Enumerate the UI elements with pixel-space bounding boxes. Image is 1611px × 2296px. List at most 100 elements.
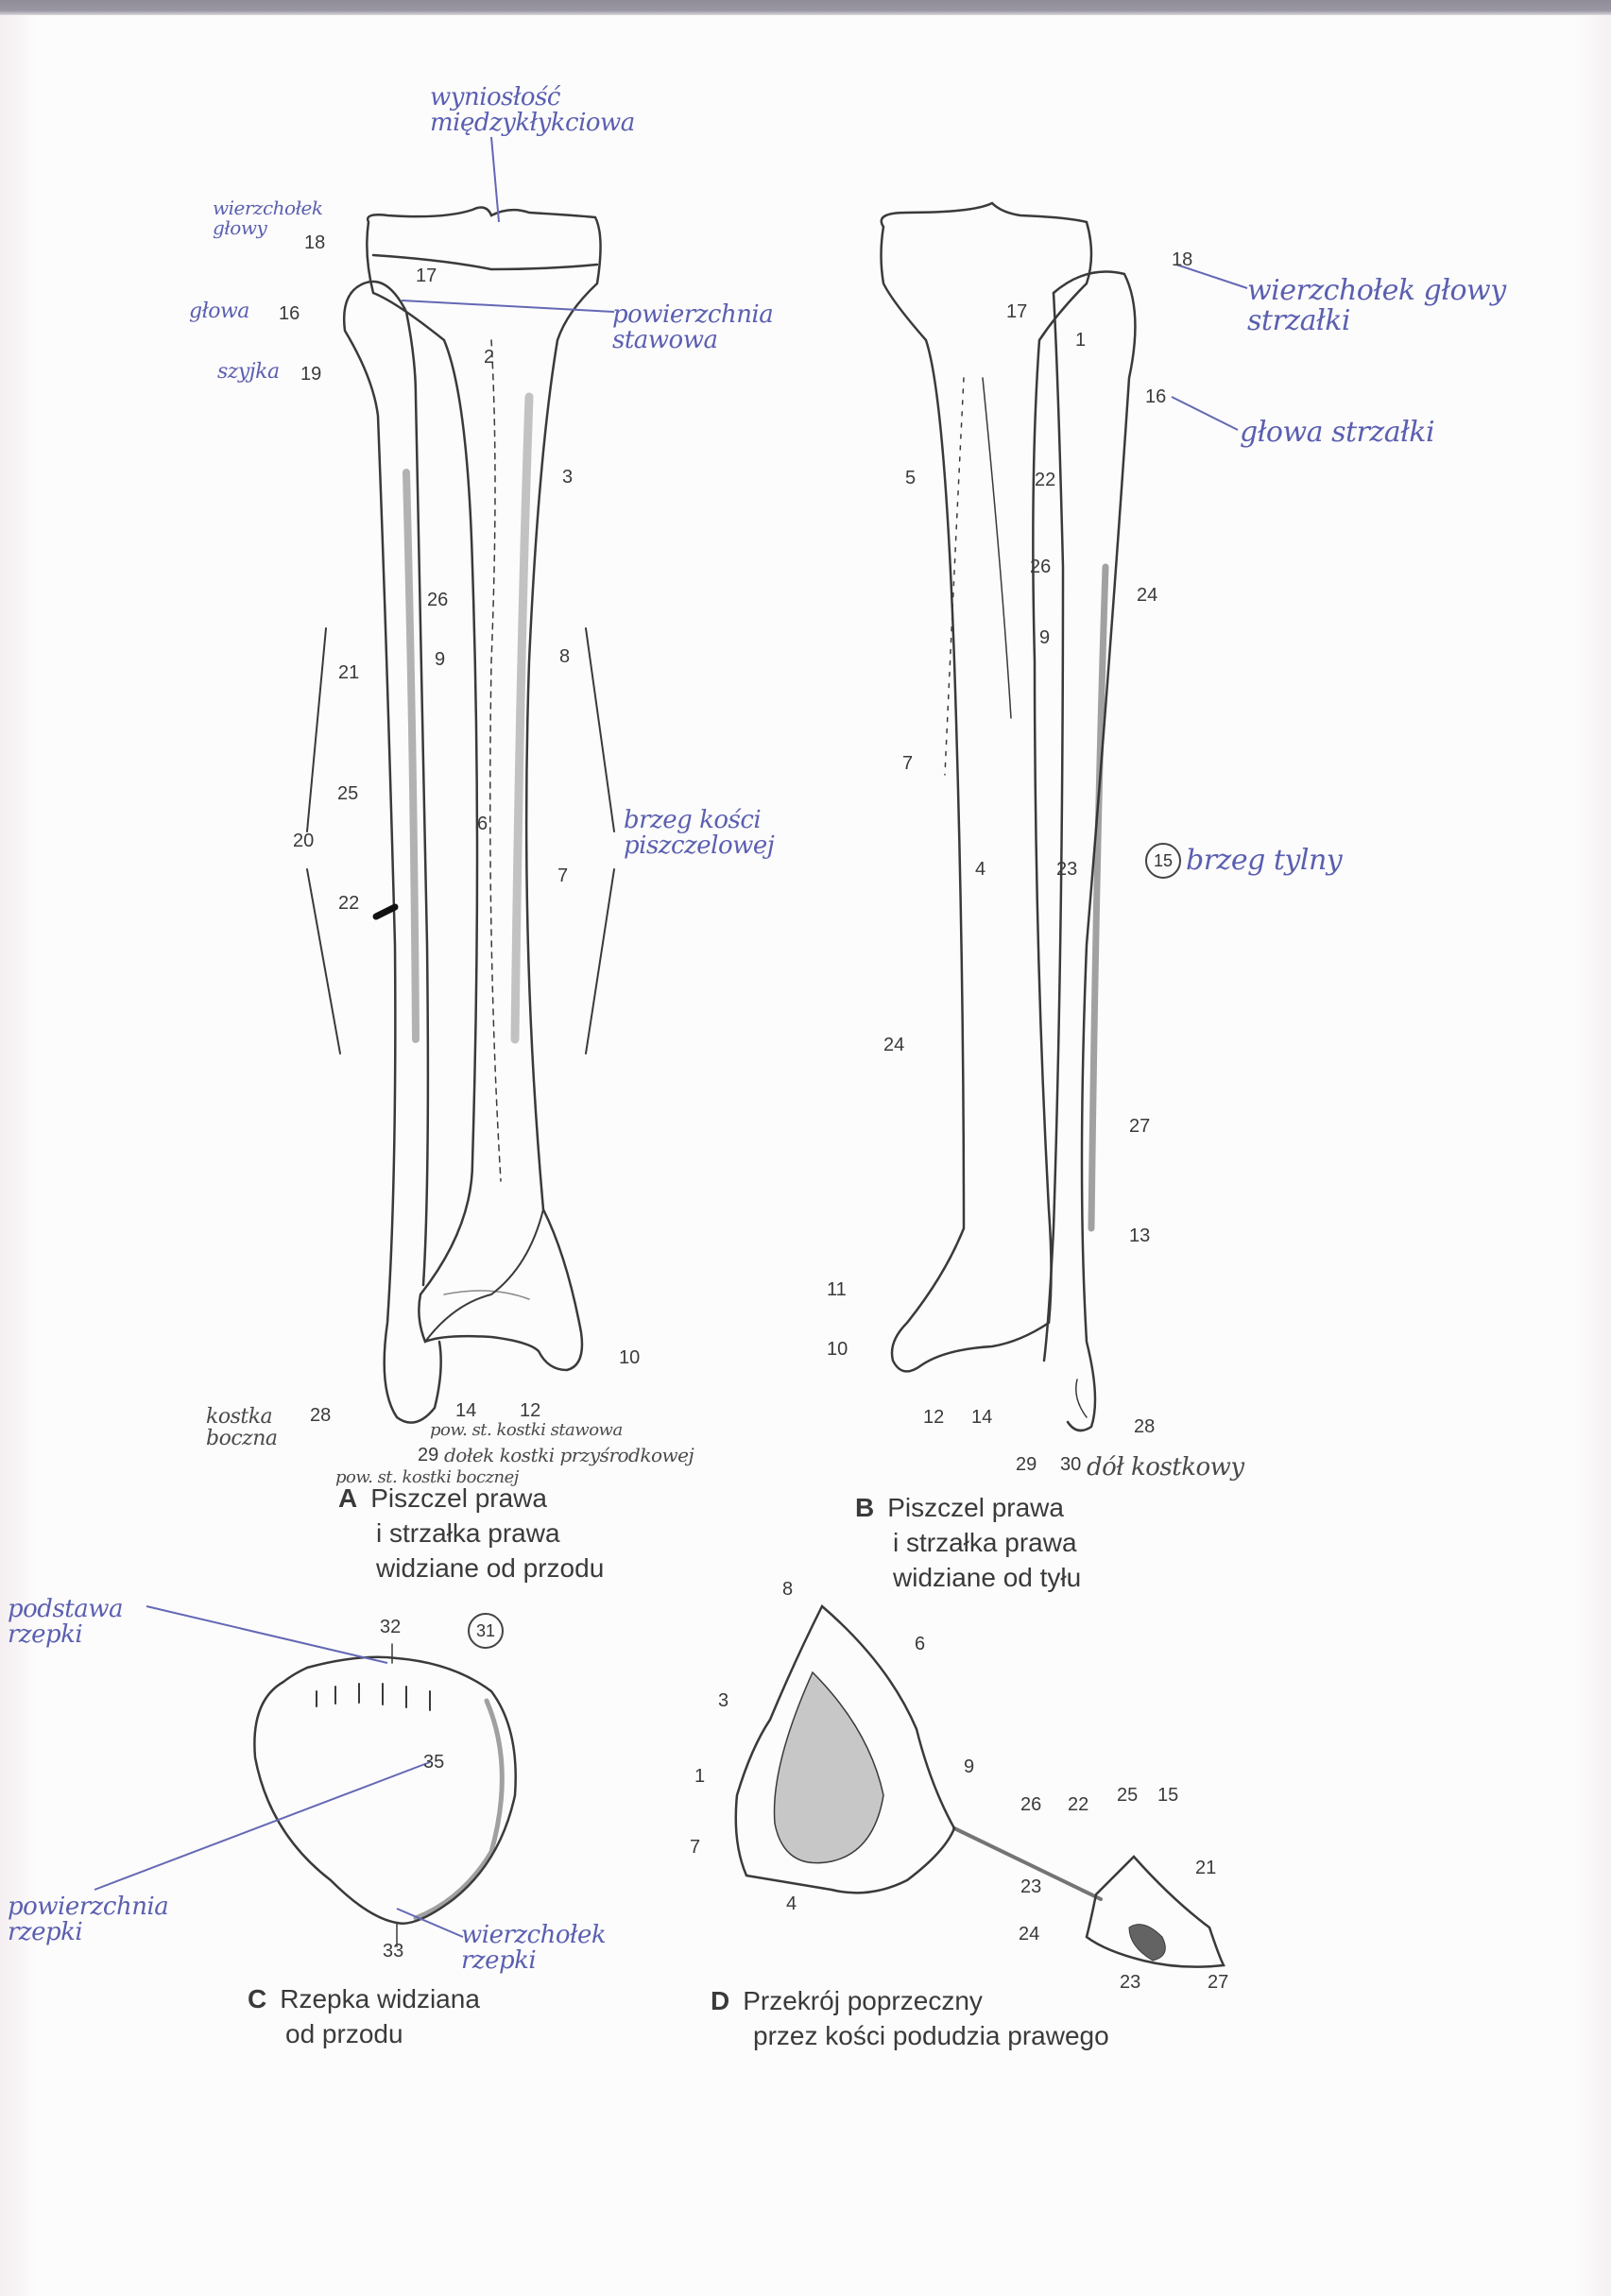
label-c-31-circled: 31	[468, 1613, 504, 1649]
caption-d-line-2: przez kości podudzia prawego	[753, 2021, 1109, 2050]
note-posterior-border: brzeg tylny	[1186, 844, 1343, 877]
label-d-25: 25	[1117, 1785, 1139, 1806]
note-fibula-head: głowa strzałki	[1240, 416, 1435, 449]
label-a-8: 8	[559, 646, 571, 667]
label-b-23: 23	[1056, 859, 1078, 880]
figure-c-patella	[253, 1643, 517, 1947]
label-a-25: 25	[337, 783, 359, 804]
label-a-9: 9	[435, 649, 446, 670]
label-c-35: 35	[423, 1752, 445, 1773]
note-malleolus-2: dołek kostki przyśrodkowej	[444, 1444, 694, 1466]
label-a-14: 14	[455, 1400, 477, 1421]
label-d-1: 1	[694, 1766, 706, 1787]
label-d-9: 9	[964, 1756, 975, 1777]
note-neck: szyjka	[217, 360, 280, 384]
label-b-30: 30	[1060, 1454, 1082, 1475]
label-a-7: 7	[557, 865, 569, 886]
note-head: głowa	[189, 300, 249, 323]
label-b-22: 22	[1035, 470, 1056, 490]
caption-b-line-3: widziane od tyłu	[893, 1563, 1082, 1592]
note-malleolus-1: pow. st. kostki stawowa	[430, 1420, 623, 1440]
label-b-29: 29	[1016, 1454, 1037, 1475]
label-d-4: 4	[786, 1893, 797, 1914]
label-a-3: 3	[562, 467, 574, 488]
label-d-8: 8	[782, 1579, 794, 1600]
note-fibula-head-apex: wierzchołek głowy strzałki	[1247, 274, 1506, 337]
label-b-1: 1	[1075, 330, 1087, 351]
label-b-12: 12	[923, 1407, 945, 1428]
label-b-14: 14	[971, 1407, 993, 1428]
figure-b-tibia	[880, 201, 1093, 1373]
note-patella-base: podstawa rzepki	[8, 1595, 124, 1650]
scan-shadow-right	[1573, 15, 1611, 2296]
label-a-20: 20	[293, 831, 315, 851]
label-b-18: 18	[1172, 249, 1193, 270]
scan-shadow-left	[0, 15, 38, 2296]
label-a-17: 17	[416, 266, 437, 286]
label-a-19: 19	[300, 364, 322, 385]
label-d-15: 15	[1157, 1785, 1179, 1806]
caption-b-line-2: i strzałka prawa	[893, 1528, 1077, 1557]
label-b-15-circled: 15	[1145, 843, 1181, 879]
scanner-top-bar	[0, 0, 1611, 15]
figure-b-fibula	[1042, 270, 1137, 1432]
label-d-21: 21	[1195, 1858, 1217, 1878]
label-d-27: 27	[1208, 1972, 1229, 1993]
note-lateral-malleolus: kostka boczna	[206, 1405, 278, 1451]
note-malleolus-3: pow. st. kostki bocznej	[335, 1467, 519, 1487]
note-malleolar-fossa: dół kostkowy	[1087, 1453, 1244, 1482]
label-d-6: 6	[915, 1634, 926, 1654]
label-d-3: 3	[718, 1690, 729, 1711]
label-d-23: 23	[1020, 1876, 1042, 1897]
label-a-10: 10	[619, 1347, 641, 1368]
caption-b-letter: B	[855, 1493, 875, 1522]
label-d-22: 22	[1068, 1794, 1089, 1815]
note-intercondylar-eminence: wyniosłość międzykłykciowa	[430, 83, 635, 138]
label-b-7: 7	[902, 753, 914, 774]
label-a-2: 2	[484, 347, 495, 368]
label-a-22: 22	[338, 893, 360, 914]
caption-b-line-1: Piszczel prawa	[887, 1493, 1064, 1522]
caption-c-line-1: Rzepka widziana	[280, 1984, 480, 2013]
label-b-9: 9	[1039, 627, 1051, 648]
label-b-28: 28	[1134, 1416, 1156, 1437]
note-patella-surface: powierzchnia rzepki	[8, 1893, 169, 1947]
label-a-28: 28	[310, 1405, 332, 1426]
note-articular-surface: powierzchnia stawowa	[612, 300, 774, 355]
note-patella-apex: wierzchołek rzepki	[461, 1921, 607, 1976]
caption-d-line-1: Przekrój poprzeczny	[743, 1986, 983, 2015]
caption-c: C Rzepka widziana	[248, 1982, 480, 2016]
label-a-6: 6	[477, 814, 488, 834]
label-b-16: 16	[1145, 386, 1167, 407]
figure-a-tibia	[366, 206, 602, 1372]
label-a-12: 12	[520, 1400, 541, 1421]
label-a-16: 16	[279, 303, 300, 324]
figure-a-fibula	[342, 280, 442, 1424]
caption-a-line-3: widziane od przodu	[376, 1553, 605, 1583]
label-a-21: 21	[338, 662, 360, 683]
label-a-29: 29	[418, 1445, 439, 1465]
label-b-24: 24	[883, 1035, 905, 1055]
note-tibia-margin: brzeg kości piszczelowej	[624, 806, 775, 861]
label-b-11: 11	[827, 1279, 847, 1300]
label-b-13: 13	[1129, 1225, 1151, 1246]
label-c-32: 32	[380, 1617, 402, 1637]
label-b-26: 26	[1030, 557, 1052, 577]
label-c-33: 33	[383, 1941, 404, 1962]
label-d-23-bottom: 23	[1120, 1972, 1141, 1993]
label-a-18: 18	[304, 232, 326, 253]
label-d-7: 7	[690, 1837, 701, 1858]
label-b-5: 5	[905, 468, 917, 488]
caption-c-letter: C	[248, 1984, 267, 2013]
label-b-24-top: 24	[1137, 585, 1158, 606]
label-b-10: 10	[827, 1339, 848, 1360]
caption-c-line-2: od przodu	[285, 2019, 403, 2048]
caption-a-letter: A	[338, 1483, 358, 1513]
note-head-apex: wierzchołek głowy	[213, 197, 323, 239]
label-b-27: 27	[1129, 1116, 1151, 1137]
label-d-24: 24	[1019, 1924, 1040, 1945]
label-b-17: 17	[1006, 301, 1028, 322]
